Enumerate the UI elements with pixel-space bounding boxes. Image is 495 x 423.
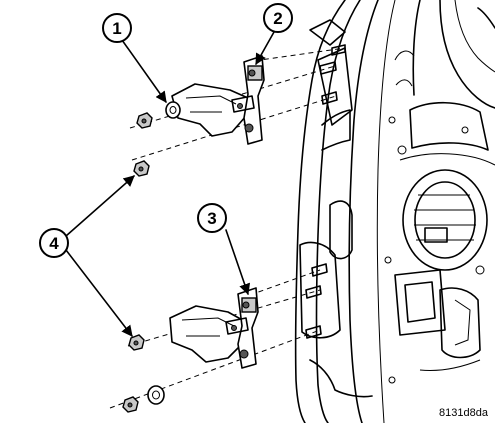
- callout-4-label: 4: [49, 234, 59, 253]
- callout-4: 4: [39, 228, 69, 258]
- door-frame: [294, 0, 495, 423]
- washer: [147, 385, 165, 405]
- figure-code: 8131d8da: [439, 407, 489, 419]
- nut: [136, 112, 153, 129]
- nut: [133, 160, 150, 177]
- callout-2: 2: [263, 3, 293, 33]
- callout-3: 3: [197, 203, 227, 233]
- fasteners: [122, 101, 181, 413]
- frame-studs: [305, 44, 346, 339]
- lower-hinge: [169, 287, 259, 369]
- upper-hinge: [171, 55, 265, 145]
- callout-1: 1: [102, 13, 132, 43]
- washer: [165, 101, 181, 119]
- callout-1-label: 1: [112, 19, 121, 38]
- nut: [122, 396, 139, 413]
- callout-3-label: 3: [207, 209, 216, 228]
- nut: [128, 334, 145, 351]
- leader-lines: [65, 31, 275, 337]
- callout-2-label: 2: [273, 9, 282, 28]
